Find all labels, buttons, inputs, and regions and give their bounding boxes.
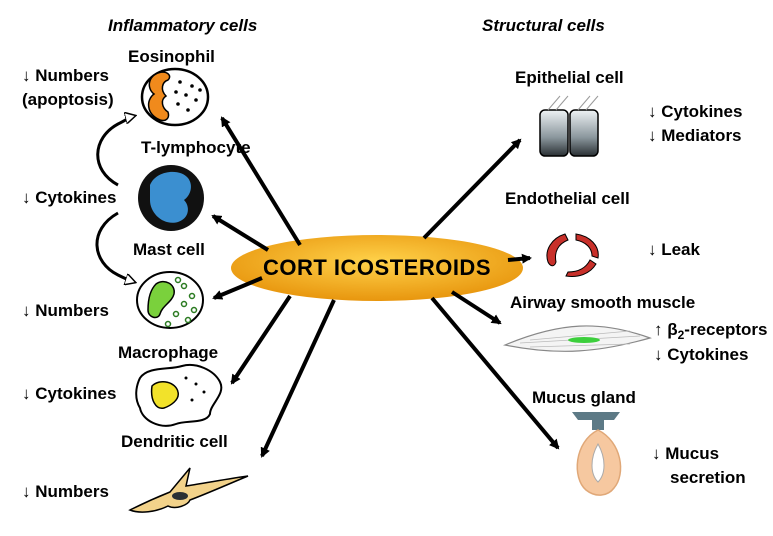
airway-smooth-muscle-icon <box>502 325 652 352</box>
eosinophil-label: Eosinophil <box>128 47 215 66</box>
structural-cells-header: Structural cells <box>482 16 605 35</box>
epithelial-cell-effect: ↓ Cytokines ↓ Mediators <box>648 100 742 148</box>
beta-subscript: 2 <box>677 328 685 342</box>
corticosteroids-label: CORT ICOSTEROIDS <box>262 255 491 280</box>
smooth-muscle-effect-line-2: ↓ Cytokines <box>654 345 749 364</box>
mast-cell-effect: ↓ Numbers <box>22 301 109 320</box>
arrow-to-t-lymphocyte <box>211 214 270 252</box>
curved-arrow-upper <box>96 116 134 187</box>
eosinophil-effect-line-1: ↓ Numbers <box>22 66 109 85</box>
arrow-to-smooth-muscle <box>450 290 502 325</box>
receptors-suffix: -receptors <box>684 320 768 339</box>
t-lymphocyte-effect: ↓ Cytokines <box>22 188 117 207</box>
arrow-to-eosinophil <box>220 116 302 247</box>
smooth-muscle-effect-line-1: ↑ β2-receptors <box>654 318 767 343</box>
dendritic-cell-icon <box>128 467 249 513</box>
arrow-to-macrophage <box>230 294 292 385</box>
eosinophil-effect-line-2: (apoptosis) <box>22 90 114 109</box>
beta-prefix: ↑ β <box>654 320 678 339</box>
inflammatory-cells-header: Inflammatory cells <box>108 16 258 35</box>
endothelial-cell-effect: ↓ Leak <box>648 240 700 259</box>
arrow-to-dendritic-cell <box>260 299 336 458</box>
endothelial-cell-label: Endothelial cell <box>505 189 630 208</box>
airway-smooth-muscle-effect: ↑ β2-receptors ↓ Cytokines <box>654 318 767 367</box>
airway-smooth-muscle-label: Airway smooth muscle <box>510 293 696 312</box>
eosinophil-effect: ↓ Numbers (apoptosis) <box>22 64 114 112</box>
endothelial-cell-icon <box>546 233 599 277</box>
macrophage-label: Macrophage <box>118 343 219 362</box>
mucus-gland-effect: ↓ Mucus secretion <box>652 442 746 490</box>
mucus-effect-line-1: ↓ Mucus <box>652 444 720 463</box>
macrophage-icon <box>135 364 223 427</box>
mucus-gland-icon <box>572 412 622 496</box>
mucus-effect-line-2: secretion <box>670 468 746 487</box>
mast-cell-icon <box>136 271 204 329</box>
epithelial-effect-line-2: ↓ Mediators <box>648 126 742 145</box>
mucus-gland-label: Mucus gland <box>532 388 636 407</box>
macrophage-effect: ↓ Cytokines <box>22 384 117 403</box>
arrow-to-mucus-gland <box>430 296 560 450</box>
arrow-to-endothelial-cell <box>507 253 532 264</box>
eosinophil-icon <box>140 67 210 127</box>
arrow-to-mast-cell <box>212 276 263 300</box>
dendritic-cell-effect: ↓ Numbers <box>22 482 109 501</box>
dendritic-cell-label: Dendritic cell <box>121 432 228 451</box>
t-lymphocyte-label: T-lymphocyte <box>141 138 251 157</box>
t-lymphocyte-icon <box>138 165 204 231</box>
epithelial-cell-icon <box>539 95 599 157</box>
corticosteroids-ellipse <box>231 235 523 301</box>
arrow-to-epithelial-cell <box>422 138 522 240</box>
mast-cell-label: Mast cell <box>133 240 205 259</box>
epithelial-effect-line-1: ↓ Cytokines <box>648 102 743 121</box>
epithelial-cell-label: Epithelial cell <box>515 68 624 87</box>
curved-arrow-lower <box>95 211 134 282</box>
